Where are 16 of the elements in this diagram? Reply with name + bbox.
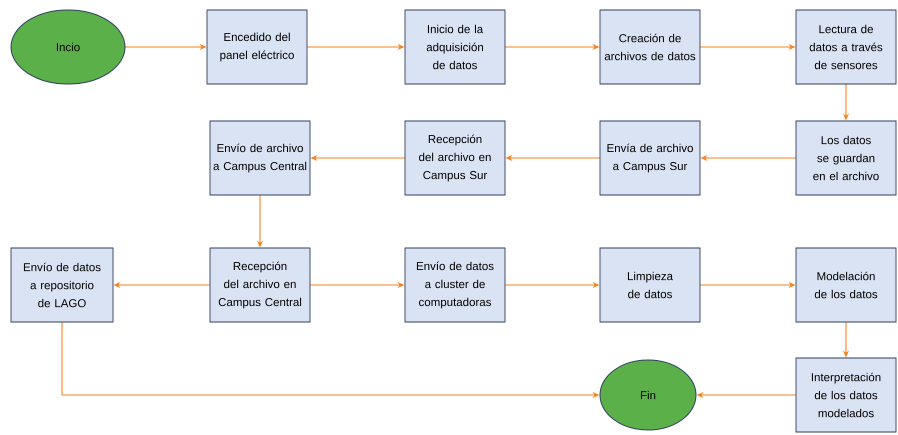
- process-box: Lectura de datos a través de sensores: [796, 10, 896, 84]
- process-box: Envío de archivo a Campus Central: [210, 120, 310, 196]
- process-box: Envío de datos a repositorio de LAGO: [10, 248, 114, 322]
- process-box: Limpieza de datos: [600, 248, 700, 322]
- process-box: Recepción del archivo en Campus Sur: [404, 120, 506, 196]
- process-box: Encedido del panel eléctrico: [206, 10, 308, 84]
- process-box: Creación de archivos de datos: [600, 10, 700, 84]
- oval-terminal: Fin: [600, 360, 696, 430]
- oval-terminal: Incio: [10, 10, 126, 84]
- process-box: Recepción del archivo en Campus Central: [210, 248, 310, 322]
- process-box: Inicio de la adquisición de datos: [404, 10, 506, 84]
- process-box: Modelación de los datos: [796, 248, 896, 322]
- process-box: Envío de datos a cluster de computadoras: [404, 248, 506, 322]
- process-box: Los datos se guardan en el archivo: [796, 120, 896, 196]
- process-box: Interpretación de los datos modelados: [796, 358, 896, 432]
- process-box: Envía de archivo a Campus Sur: [600, 120, 700, 196]
